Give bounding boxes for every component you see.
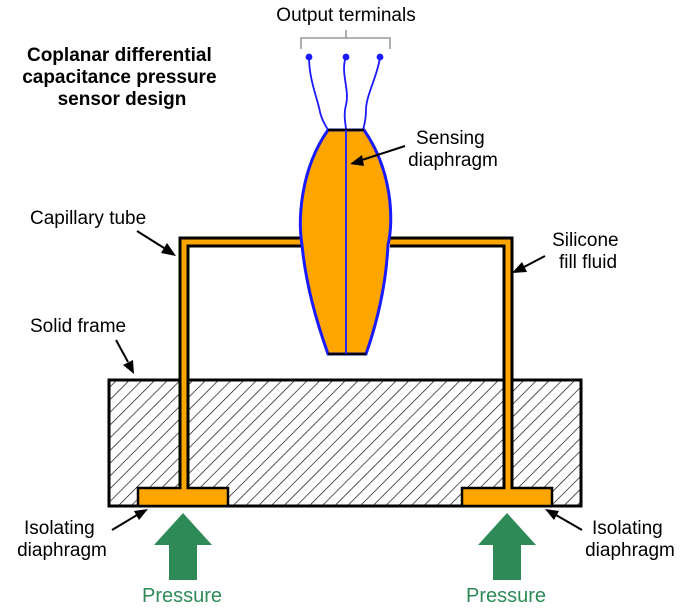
silicone-pointer-line [523,255,546,268]
terminal-wires [308,56,381,131]
iso-left-line-1: Isolating [24,518,95,539]
sensing-diaphragm-label: Sensing diaphragm [408,128,498,171]
iso-left-pointer-line [111,514,138,531]
isolating-diaphragm-left-label: Isolating diaphragm [17,518,107,561]
capillary-tube-fluid [181,239,511,496]
pressure-label-right: Pressure [466,585,546,607]
terminal-wire-center [343,56,348,131]
title-line-3: sensor design [58,89,187,110]
pressure-arrow-left [154,513,212,580]
terminal-dot-right [376,53,384,61]
iso-right-line-2: diaphragm [585,540,675,561]
terminal-dot-left [305,53,313,61]
title-line-1: Coplanar differential [27,45,212,66]
iso-right-pointer-line [555,514,583,531]
capillary-tube-label: Capillary tube [30,208,146,229]
output-terminals-label: Output terminals [276,5,415,26]
iso-left-line-2: diaphragm [17,540,107,561]
silicone-label-line-1: Silicone [552,230,619,251]
terminal-wire-right [362,56,381,131]
join-left [181,486,187,492]
silicone-fill-label: Silicone fill fluid [552,230,624,273]
terminal-wire-left [308,56,329,131]
sensing-label-line-1: Sensing [416,128,485,149]
pressure-label-left: Pressure [142,585,222,607]
iso-right-pointer-arrowhead [545,509,559,520]
frame-pointer-arrowhead [123,360,134,374]
terminals-bracket [300,30,391,49]
sensing-pointer-arrowhead [350,155,364,166]
frame-pointer-line [115,339,129,363]
silicone-label-line-2: fill fluid [559,252,617,273]
sensing-label-line-2: diaphragm [408,150,498,171]
isolating-diaphragm-right-label: Isolating diaphragm [585,518,675,561]
title-line-2: capacitance pressure [22,67,216,88]
diagram-title: Coplanar differential capacitance pressu… [22,45,222,110]
iso-left-pointer-arrowhead [134,509,148,520]
solid-frame-label: Solid frame [30,316,126,337]
pressure-arrow-right [478,513,536,580]
capillary-tube-system [178,236,514,496]
join-right [505,486,511,492]
capillary-pointer-line [136,230,165,249]
sensing-pointer-line [361,145,406,161]
iso-right-line-1: Isolating [592,518,663,539]
terminal-dot-center [342,53,350,61]
silicone-pointer-arrowhead [512,262,527,273]
capillary-pointer-arrowhead [161,243,176,256]
